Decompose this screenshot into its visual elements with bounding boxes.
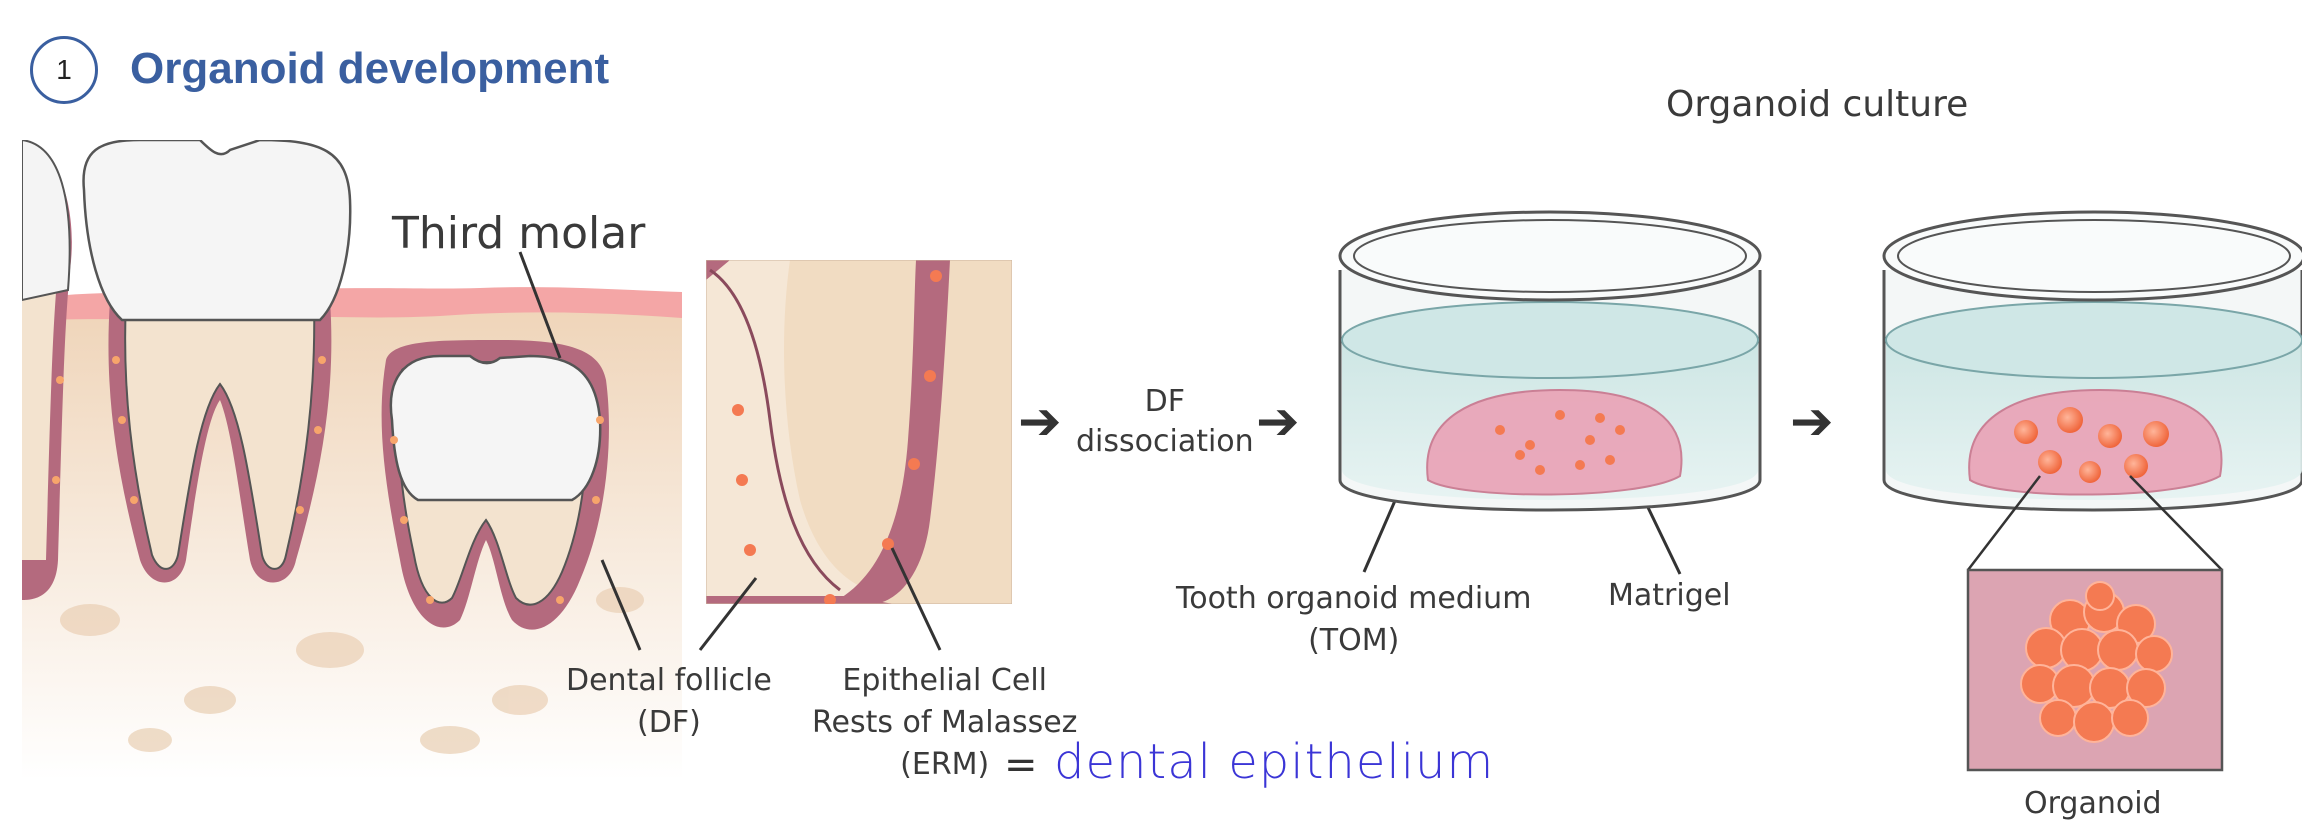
- df-label-line2: dissociation: [1076, 422, 1254, 462]
- organoid-label: Organoid: [2024, 786, 2162, 821]
- df-dissociation-label: DF dissociation: [1076, 382, 1254, 462]
- erm-label: Epithelial Cell Rests of Malassez (ERM): [812, 660, 1077, 786]
- dental-follicle-line2: (DF): [566, 702, 772, 744]
- erm-line2: Rests of Malassez: [812, 702, 1077, 744]
- organoid-detail-box: [1968, 570, 2222, 770]
- equals-sign: =: [1004, 742, 1038, 788]
- zoom-inset: [706, 260, 1012, 606]
- matrigel-label: Matrigel: [1608, 578, 1731, 613]
- culture-dish-1: [1340, 212, 1760, 510]
- erm-line1: Epithelial Cell: [812, 660, 1077, 702]
- df-label-line1: DF: [1076, 382, 1254, 422]
- third-molar-label: Third molar: [392, 208, 645, 259]
- arrow-3: ➔: [1790, 392, 1834, 452]
- tom-label-line1: Tooth organoid medium: [1176, 578, 1531, 620]
- culture-dish-2: [1884, 212, 2302, 510]
- erm-line3: (ERM): [812, 744, 1077, 786]
- organoid-culture-label: Organoid culture: [1666, 84, 1968, 125]
- dental-epithelium-annotation: dental epithelium: [1054, 734, 1494, 790]
- dental-follicle-label: Dental follicle (DF): [566, 660, 772, 744]
- tom-label-line2: (TOM): [1176, 620, 1531, 662]
- dental-follicle-line1: Dental follicle: [566, 660, 772, 702]
- arrow-1: ➔: [1018, 392, 1062, 452]
- arrow-2: ➔: [1256, 392, 1300, 452]
- tom-label: Tooth organoid medium (TOM): [1176, 578, 1531, 662]
